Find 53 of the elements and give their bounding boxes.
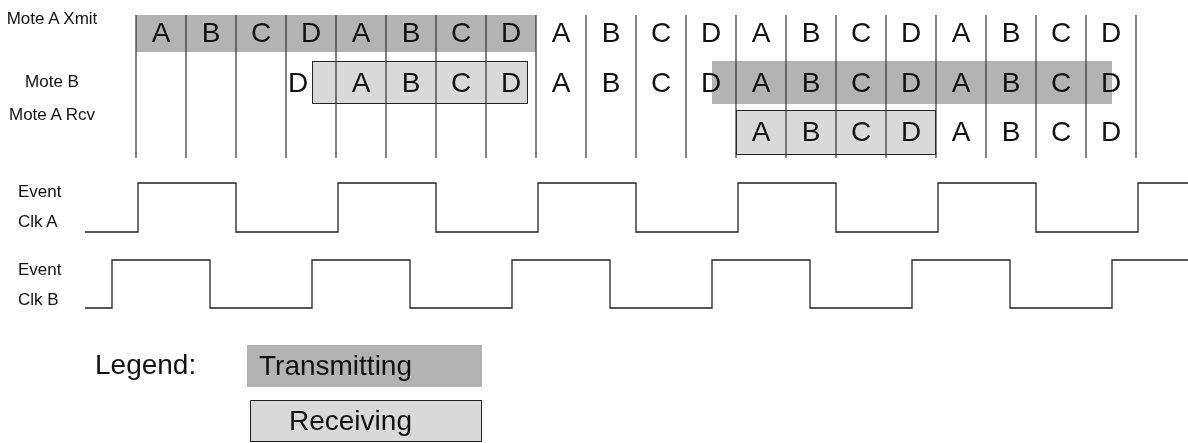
slot-letter: D xyxy=(900,69,922,97)
slot-letter: A xyxy=(351,69,371,97)
slot-letter: A xyxy=(751,118,771,146)
slot-letter: D xyxy=(1100,118,1122,146)
slot-letter: D xyxy=(1100,69,1122,97)
slot-letter: B xyxy=(801,69,821,97)
slot-letter: A xyxy=(151,19,171,47)
slot-letter: B xyxy=(401,19,421,47)
row-label: Mote A Rcv xyxy=(8,104,96,126)
legend-title: Legend: xyxy=(95,348,197,382)
slot-letter: B xyxy=(1001,118,1021,146)
slot-letter: A xyxy=(551,69,571,97)
slot-letter: C xyxy=(850,118,872,146)
slot-letter: D xyxy=(300,19,322,47)
slot-letter: C xyxy=(450,19,472,47)
slot-letter: B xyxy=(401,69,421,97)
row-label: Event Clk A xyxy=(18,181,63,233)
slot-letter: C xyxy=(1050,69,1072,97)
slot-letter: D xyxy=(700,69,722,97)
slot-letter: A xyxy=(751,69,771,97)
slot-letter: A xyxy=(751,19,771,47)
slot-letter: B xyxy=(801,118,821,146)
slot-letter: A xyxy=(551,19,571,47)
legend-label: Receiving xyxy=(289,404,412,438)
slot-letter: C xyxy=(450,69,472,97)
slot-letter: B xyxy=(201,19,221,47)
legend-label: Transmitting xyxy=(259,349,412,383)
slot-letter: B xyxy=(601,19,621,47)
slot-letter: D xyxy=(500,19,522,47)
row-label: Event Clk B xyxy=(18,259,63,311)
slot-letter: A xyxy=(951,69,971,97)
slot-letter: C xyxy=(650,19,672,47)
slot-letter: D xyxy=(700,19,722,47)
slot-letter: C xyxy=(850,69,872,97)
slot-letter: D xyxy=(287,69,309,97)
slot-letter: B xyxy=(801,19,821,47)
slot-letter: C xyxy=(850,19,872,47)
slot-letter: B xyxy=(1001,19,1021,47)
slot-letter: D xyxy=(900,118,922,146)
slot-letter: D xyxy=(500,69,522,97)
slot-letter: C xyxy=(250,19,272,47)
row-label: Mote A Xmit xyxy=(5,8,99,30)
slot-letter: D xyxy=(900,19,922,47)
slot-letter: A xyxy=(351,19,371,47)
row-label: Mote B xyxy=(24,71,80,93)
slot-letter: A xyxy=(951,118,971,146)
slot-letter: C xyxy=(1050,118,1072,146)
slot-letter: D xyxy=(1100,19,1122,47)
slot-letter: C xyxy=(650,69,672,97)
slot-letter: C xyxy=(1050,19,1072,47)
slot-letter: B xyxy=(601,69,621,97)
slot-letter: B xyxy=(1001,69,1021,97)
slot-letter: A xyxy=(951,19,971,47)
